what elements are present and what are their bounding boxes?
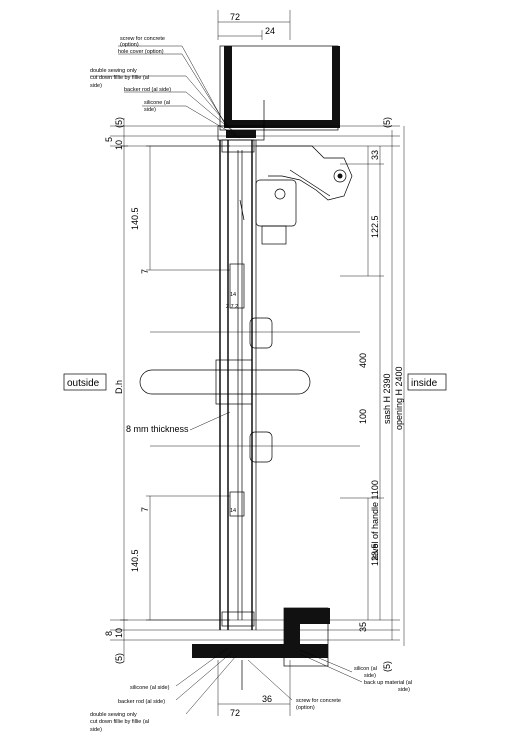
top-double-sewing-3: side) [90, 83, 102, 89]
bot-backer-rod-label: backer rod (al side) [118, 699, 165, 705]
bot-double-sewing-3: side) [90, 727, 102, 733]
dim-left-140-top: 140.5 [130, 207, 140, 230]
dim-left-10-bottom: 10 [114, 628, 124, 638]
dim-opening-height: opening H 2400 [394, 366, 404, 430]
top-double-sewing-2: cut down fillie by fillie (al [90, 75, 149, 81]
dim-bottom-width: 72 [230, 708, 240, 718]
dim-right-5-top: (5) [382, 117, 392, 128]
door-closer [239, 145, 353, 245]
bot-silicon-label-2: side) [364, 673, 376, 679]
dim-right-5-bottom: (5) [382, 661, 392, 672]
dim-left-7-bottom: 7 [140, 507, 150, 512]
glass-dim-bottom: 14 [230, 508, 236, 514]
dim-left-5: 5 [104, 137, 114, 142]
bot-screw-label-1: screw for concrete [296, 698, 341, 704]
dim-left-8: 8 [104, 631, 114, 636]
dim-right-123: 123.5 [370, 543, 380, 566]
bot-screw-label-2: (option) [296, 705, 315, 711]
dim-left-140-bottom: 140.5 [130, 549, 140, 572]
dim-right-122: 122.5 [370, 215, 380, 238]
top-silicone-label-2: side) [144, 107, 156, 113]
bot-silicon-label-1: silicon (al [354, 666, 377, 672]
dim-right-100: 100 [358, 409, 368, 424]
handle [139, 317, 360, 463]
outside-label-box [63, 373, 107, 391]
glass-dim-sub: 2 7 2 [226, 304, 238, 310]
dim-left-5-top: (5) [114, 117, 124, 128]
dim-level-handle: level of handle 1100 [370, 480, 380, 560]
handle-bar [139, 369, 311, 395]
top-hole-cover-label: hole cover (option) [118, 49, 164, 55]
top-screw-label-1: screw for concrete [120, 36, 165, 42]
top-backer-rod-label: backer rod (al side) [124, 87, 171, 93]
dim-sash-height: sash H 2390 [382, 373, 392, 424]
dim-right-400: 400 [358, 353, 368, 368]
bot-double-sewing-2: cut down fillie by fillie (al [90, 719, 149, 725]
dim-left-dh: D.h [114, 380, 124, 394]
dim-left-5-bottom: (5) [114, 653, 124, 664]
bot-silicone-label: silicone (al side) [130, 685, 170, 691]
bot-backup-label-2: side) [398, 687, 410, 693]
bot-backup-label-1: back up material (al [364, 680, 412, 686]
inside-label-box [407, 373, 447, 391]
dim-top-width: 72 [230, 12, 240, 22]
bot-double-sewing-1: double sewing only [90, 712, 137, 718]
bottom-floor-section [192, 607, 330, 716]
thickness-label: 8 mm thickness [126, 424, 189, 434]
left-dimensions [120, 118, 230, 662]
leader-lines [90, 45, 363, 715]
top-wall-section [217, 10, 340, 141]
top-concrete-block [219, 45, 339, 131]
top-steel-channel [224, 46, 340, 128]
dim-right-35: 35 [358, 622, 368, 632]
top-double-sewing-1: double sewing only [90, 68, 137, 74]
outside-label: outside [67, 378, 100, 389]
dim-right-33: 33 [370, 150, 380, 160]
dim-top-inner: 24 [265, 26, 275, 36]
handle-rosette [215, 359, 253, 405]
door-leaf [219, 139, 257, 630]
glass-dim-top: 14 [230, 292, 236, 298]
dim-bottom-inner: 36 [262, 694, 272, 704]
right-dimensions [340, 126, 405, 646]
top-silicone-label-1: silicone (al [144, 100, 170, 106]
inside-label: inside [411, 378, 438, 389]
dim-left-7-top: 7 [140, 269, 150, 274]
dim-left-10-top: 10 [114, 140, 124, 150]
top-screw-label-2: (option) [120, 42, 139, 48]
reference-lines [110, 125, 400, 641]
